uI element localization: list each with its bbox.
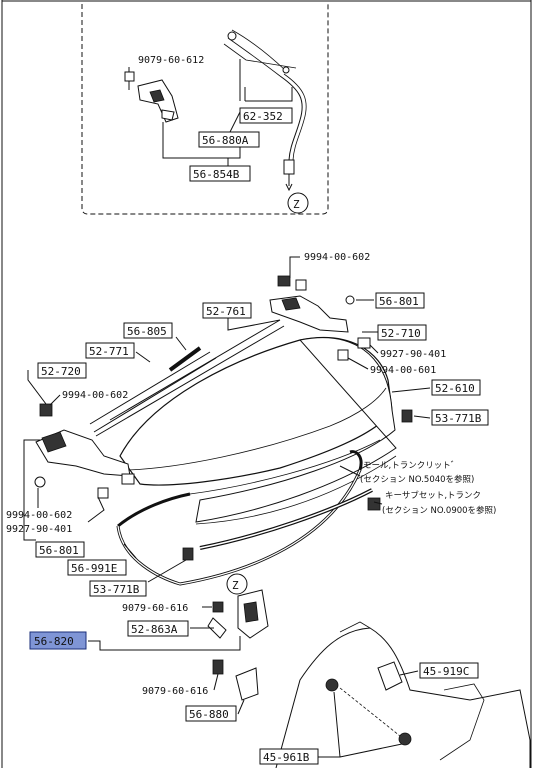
z-callout-mid xyxy=(226,573,248,595)
note-key-line1: キーサブセット,トランク xyxy=(385,490,481,501)
bumper-53-771B-bottom xyxy=(182,547,194,561)
box-53-771B-b[interactable] xyxy=(89,580,147,597)
body-striker-area xyxy=(275,621,531,768)
right-hinge-part xyxy=(269,275,371,361)
leader-62-352 xyxy=(244,87,293,102)
label-9994-00-602-bl[interactable]: 9994-00-602 xyxy=(6,510,72,521)
leader-56-854B xyxy=(162,122,241,166)
stay-56-805 xyxy=(168,346,202,372)
detail-inset-box xyxy=(81,4,329,215)
leader-key-note xyxy=(373,501,383,505)
label-45-919C: 45-919C xyxy=(423,665,469,678)
label-52-771: 52-771 xyxy=(89,345,129,358)
box-52-610[interactable] xyxy=(431,379,481,396)
leader-52-610 xyxy=(391,387,431,393)
leader-56-880 xyxy=(237,699,245,715)
label-52-720: 52-720 xyxy=(41,365,81,378)
trunk-lid-panel xyxy=(119,336,397,525)
label-56-880A: 56-880A xyxy=(202,134,249,147)
left-hinge-part xyxy=(34,403,135,499)
release-handle-part xyxy=(124,71,179,123)
label-56-820: 56-820 xyxy=(34,635,74,648)
box-53-771B-r[interactable] xyxy=(431,409,489,426)
z-callout-top xyxy=(287,192,309,214)
label-9994-00-602-top[interactable]: 9994-00-602 xyxy=(304,252,370,263)
leader-9927-90-401-l xyxy=(87,496,105,523)
leader-9994-00-602-l xyxy=(49,394,61,406)
key-cylinder-part xyxy=(367,497,381,511)
leader-56-880A xyxy=(229,111,241,133)
trunk-latch-part xyxy=(207,589,269,701)
torsion-bar-52-771 xyxy=(89,351,217,433)
weatherstrip-seal-inner xyxy=(117,469,361,585)
release-cable-group xyxy=(223,29,307,192)
label-56-801-top: 56-801 xyxy=(379,295,419,308)
label-56-805: 56-805 xyxy=(127,325,167,338)
leader-9927-90-401-r xyxy=(369,344,379,354)
leader-9994-00-602-top xyxy=(289,256,300,278)
box-52-863A[interactable] xyxy=(127,620,189,637)
leader-9994-00-601 xyxy=(347,357,369,370)
box-52-761[interactable] xyxy=(202,302,252,319)
label-56-801-bl: 56-801 xyxy=(39,544,79,557)
leader-moulding-note xyxy=(339,465,361,477)
torsion-bar-52-761 xyxy=(95,319,285,437)
leader-45-919C xyxy=(399,670,419,676)
label-9994-00-601[interactable]: 9994-00-601 xyxy=(370,365,436,376)
box-56-801-top[interactable] xyxy=(375,292,425,309)
label-9079-60-616-b[interactable]: 9079-60-616 xyxy=(142,686,208,697)
box-52-710[interactable] xyxy=(377,324,427,341)
leader-56-820 xyxy=(88,636,241,651)
label-56-991E: 56-991E xyxy=(71,562,117,575)
leader-53-771B-r xyxy=(413,415,431,419)
label-53-771B-b: 53-771B xyxy=(93,583,140,596)
leader-45-961B xyxy=(318,691,403,758)
bumper-53-771B-right xyxy=(401,409,413,423)
leader-52-771 xyxy=(135,351,151,363)
box-56-880A[interactable] xyxy=(198,131,260,148)
leader-56-805 xyxy=(175,336,187,351)
label-56-880: 56-880 xyxy=(189,708,229,721)
label-52-610: 52-610 xyxy=(435,382,475,395)
label-52-863A: 52-863A xyxy=(131,623,178,636)
box-56-854B[interactable] xyxy=(189,165,251,182)
box-52-771[interactable] xyxy=(85,342,135,359)
leader-56-991E xyxy=(123,543,137,559)
label-9079-60-612[interactable]: 9079-60-612 xyxy=(138,55,204,66)
label-52-761: 52-761 xyxy=(206,305,246,318)
label-45-961B: 45-961B xyxy=(263,751,310,764)
box-62-352[interactable] xyxy=(239,107,293,124)
box-56-801-bl[interactable] xyxy=(35,541,85,558)
leader-52-720 xyxy=(27,370,47,405)
label-9079-60-616-a[interactable]: 9079-60-616 xyxy=(122,603,188,614)
label-9927-90-401-l[interactable]: 9927-90-401 xyxy=(6,524,72,535)
label-9927-90-401-r[interactable]: 9927-90-401 xyxy=(380,349,446,360)
label-9994-00-602-l[interactable]: 9994-00-602 xyxy=(62,390,128,401)
leader-9079-60-616-b xyxy=(213,673,219,691)
box-52-720[interactable] xyxy=(37,362,87,379)
note-key-line2: (セクション NO.0900を参照) xyxy=(382,505,496,516)
z-callout-top-label: Z xyxy=(293,198,300,211)
label-53-771B-r: 53-771B xyxy=(435,412,482,425)
box-45-961B[interactable] xyxy=(259,748,319,765)
box-45-919C[interactable] xyxy=(419,662,479,679)
leader-53-771B-b xyxy=(147,559,187,583)
label-56-854B: 56-854B xyxy=(193,168,240,181)
note-moulding-line2: (セクション NO.5040を参照) xyxy=(360,474,474,485)
label-52-710: 52-710 xyxy=(381,327,421,340)
note-moulding-line1: モール,トランクリット゛ xyxy=(363,461,459,471)
box-56-820-highlighted[interactable] xyxy=(29,631,87,650)
box-56-805[interactable] xyxy=(123,322,173,339)
leader-56-801-bl xyxy=(23,439,40,541)
box-56-880[interactable] xyxy=(185,705,237,722)
z-callout-mid-label: Z xyxy=(232,579,239,592)
label-62-352: 62-352 xyxy=(243,110,283,123)
box-56-991E[interactable] xyxy=(67,559,127,576)
